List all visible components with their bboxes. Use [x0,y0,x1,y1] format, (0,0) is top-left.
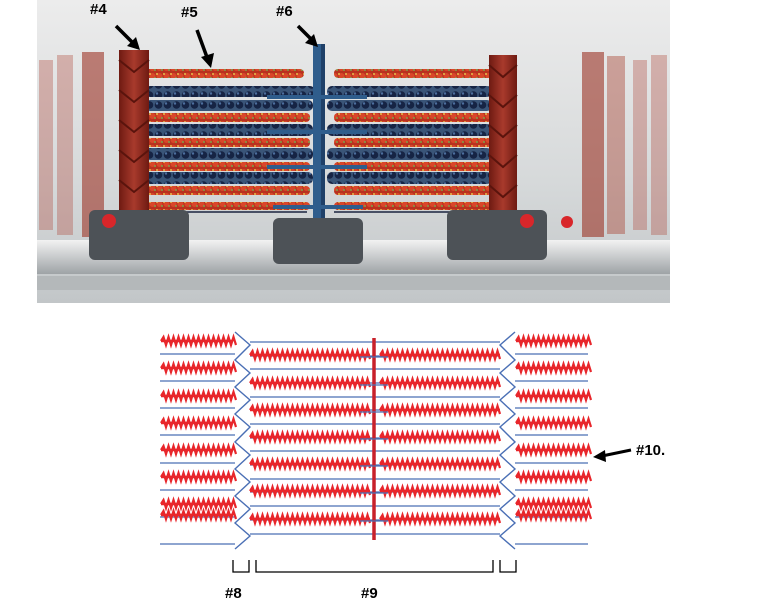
callout-arrow-10 [593,450,631,462]
label-4: #4 [90,1,107,18]
label-10: #10. [636,442,665,459]
bracket-8 [233,560,249,572]
thin-filaments-schematic [161,337,591,523]
label-8: #8 [225,585,242,602]
label-6: #6 [276,3,293,20]
label-5: #5 [181,4,198,21]
label-9: #9 [361,585,378,602]
m-line-schematic [360,338,388,540]
z-line-left-schematic [235,332,250,549]
z-line-right-schematic [500,332,515,549]
bracket-9 [256,560,493,572]
bracket-right [500,560,516,572]
region-brackets [233,560,516,572]
